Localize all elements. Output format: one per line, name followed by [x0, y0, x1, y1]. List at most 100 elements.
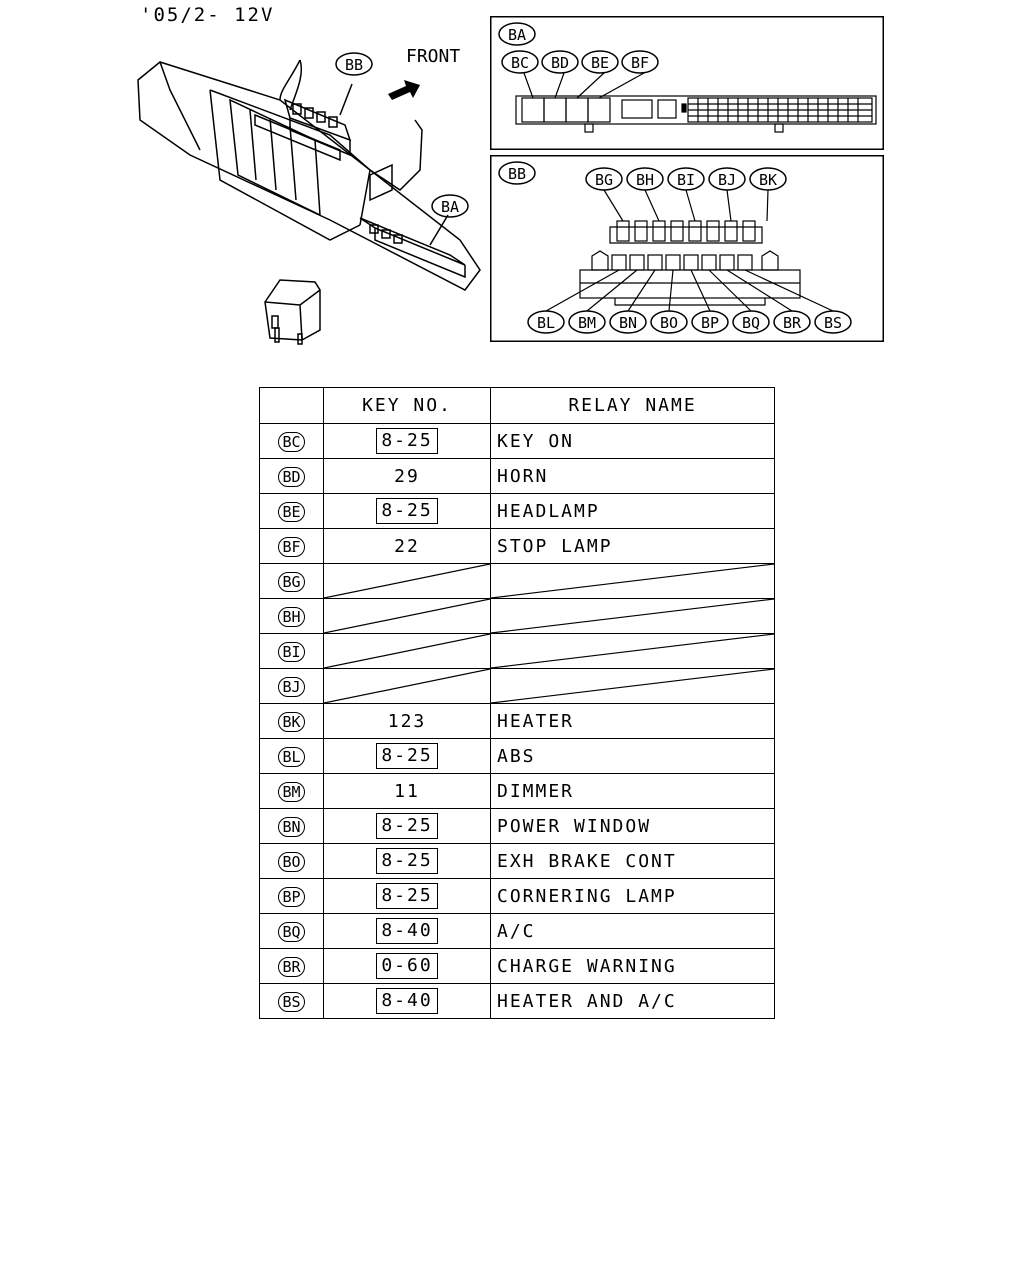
- relay-name-cell: ABS: [490, 738, 775, 774]
- relay-code: BL: [278, 746, 305, 767]
- empty-cell-slash: [491, 599, 774, 633]
- key-no: 22: [394, 535, 420, 557]
- relay-code: BC: [278, 431, 305, 452]
- key-no-cell: [323, 668, 491, 704]
- key-no: 8-40: [376, 918, 438, 944]
- relay-code: BS: [278, 991, 305, 1012]
- relay-code-cell: BR: [259, 948, 324, 984]
- key-no: 8-25: [376, 883, 438, 909]
- key-no: 8-25: [376, 498, 438, 524]
- relay-code: BI: [278, 641, 305, 662]
- vehicle-overview-drawing: FRONT BB BA: [137, 46, 481, 345]
- key-no-cell: 8-25: [323, 808, 491, 844]
- table-row: BG: [259, 563, 775, 599]
- relay-code: BM: [278, 781, 305, 802]
- relay-name: STOP LAMP: [497, 535, 613, 557]
- table-row: BE 8-25 HEADLAMP: [259, 493, 775, 529]
- key-no-cell: 22: [323, 528, 491, 564]
- header-key-no: KEY NO.: [323, 387, 491, 424]
- slot-bd: BD: [551, 54, 569, 72]
- key-no-cell: 11: [323, 773, 491, 809]
- key-no: 8-25: [376, 848, 438, 874]
- relay-code: BJ: [278, 676, 305, 697]
- slot-bk: BK: [759, 171, 777, 189]
- relay-code: BE: [278, 501, 305, 522]
- key-no-cell: 8-25: [323, 493, 491, 529]
- relay-name-cell: HORN: [490, 458, 775, 494]
- relay-code-cell: BI: [259, 633, 324, 669]
- relay-code-cell: BC: [259, 423, 324, 459]
- key-no-cell: 29: [323, 458, 491, 494]
- slot-bp: BP: [701, 314, 719, 332]
- key-no: 8-25: [376, 428, 438, 454]
- key-no-cell: [323, 633, 491, 669]
- relay-name: CHARGE WARNING: [497, 955, 677, 977]
- empty-cell-slash: [324, 634, 490, 668]
- relay-name: EXH BRAKE CONT: [497, 850, 677, 872]
- relay-code: BQ: [278, 921, 305, 942]
- relay-code-cell: BJ: [259, 668, 324, 704]
- relay-code-cell: BS: [259, 983, 324, 1019]
- relay-name-cell: A/C: [490, 913, 775, 949]
- relay-name: CORNERING LAMP: [497, 885, 677, 907]
- relay-code-cell: BK: [259, 703, 324, 739]
- key-no-cell: 123: [323, 703, 491, 739]
- slot-bf: BF: [631, 54, 649, 72]
- slot-bg: BG: [595, 171, 613, 189]
- slot-bn: BN: [619, 314, 637, 332]
- key-no-cell: [323, 598, 491, 634]
- callout-ba: BA: [441, 198, 459, 216]
- relay-code: BP: [278, 886, 305, 907]
- slot-be: BE: [591, 54, 609, 72]
- key-no: 11: [394, 780, 420, 802]
- slot-bh: BH: [636, 171, 654, 189]
- relay-name-cell: [490, 668, 775, 704]
- key-no-cell: 8-25: [323, 423, 491, 459]
- slot-bs: BS: [824, 314, 842, 332]
- table-row: BQ 8-40 A/C: [259, 913, 775, 949]
- panel-ba-title: BA: [508, 26, 526, 44]
- key-no-cell: 8-25: [323, 878, 491, 914]
- relay-name-cell: HEADLAMP: [490, 493, 775, 529]
- slot-bo: BO: [660, 314, 678, 332]
- relay-name-cell: HEATER AND A/C: [490, 983, 775, 1019]
- relay-name: POWER WINDOW: [497, 815, 652, 837]
- empty-cell-slash: [491, 634, 774, 668]
- relay-code-cell: BQ: [259, 913, 324, 949]
- relay-name-cell: [490, 598, 775, 634]
- empty-cell-slash: [324, 599, 490, 633]
- key-no: 8-40: [376, 988, 438, 1014]
- slot-bl: BL: [537, 314, 555, 332]
- relay-code-cell: BN: [259, 808, 324, 844]
- slot-br: BR: [783, 314, 802, 332]
- relay-code-cell: BO: [259, 843, 324, 879]
- key-no: 29: [394, 465, 420, 487]
- relay-name: ABS: [497, 745, 536, 767]
- relay-code: BN: [278, 816, 305, 837]
- key-no: 0-60: [376, 953, 438, 979]
- key-no-cell: 0-60: [323, 948, 491, 984]
- relay-name-cell: DIMMER: [490, 773, 775, 809]
- key-no-cell: [323, 563, 491, 599]
- relay-code: BK: [278, 711, 305, 732]
- table-row: BJ: [259, 668, 775, 704]
- key-no: 8-25: [376, 813, 438, 839]
- table-header-row: KEY NO. RELAY NAME: [259, 387, 775, 424]
- relay-name: HEATER AND A/C: [497, 990, 677, 1012]
- slot-bc: BC: [511, 54, 529, 72]
- relay-name: HORN: [497, 465, 549, 487]
- relay-name-cell: HEATER: [490, 703, 775, 739]
- table-row: BM 11 DIMMER: [259, 773, 775, 809]
- relay-code-cell: BP: [259, 878, 324, 914]
- relay-code-cell: BH: [259, 598, 324, 634]
- front-label: FRONT: [406, 46, 460, 67]
- table-row: BN 8-25 POWER WINDOW: [259, 808, 775, 844]
- table-row: BP 8-25 CORNERING LAMP: [259, 878, 775, 914]
- table-row: BO 8-25 EXH BRAKE CONT: [259, 843, 775, 879]
- relay-name-cell: STOP LAMP: [490, 528, 775, 564]
- table-row: BH: [259, 598, 775, 634]
- relay-code: BO: [278, 851, 305, 872]
